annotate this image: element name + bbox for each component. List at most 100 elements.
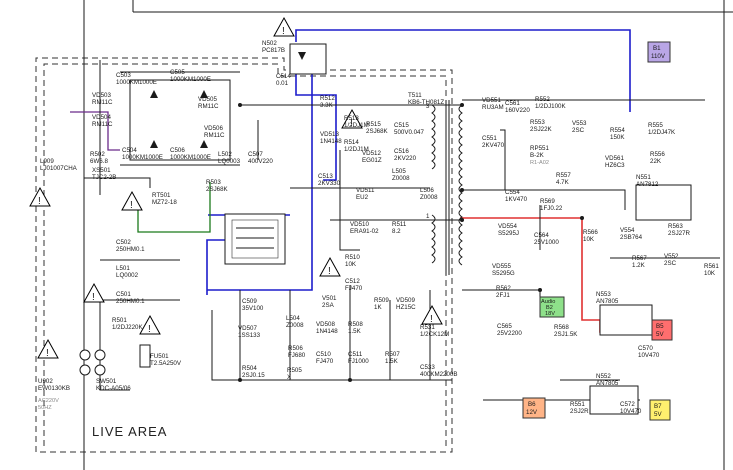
- component-ref: V553: [572, 120, 587, 127]
- component-ref: VD554: [498, 223, 517, 230]
- component-ref: C533: [420, 364, 435, 371]
- component-ref: R569: [540, 198, 555, 205]
- component-part: 2SJ2R: [570, 408, 589, 415]
- component-part: 2SJ22K: [530, 126, 553, 133]
- component-part: 2SA: [322, 302, 335, 309]
- component-part: 250HM0.1: [116, 246, 145, 253]
- component-part: RM11C: [92, 99, 113, 106]
- component-ref: C509: [242, 298, 257, 305]
- component-part: RM11C: [198, 103, 219, 110]
- svg-text:B6: B6: [528, 401, 536, 408]
- component-ref: R505: [287, 367, 302, 374]
- component-part: 1.5K: [385, 358, 399, 365]
- component-ref: L501: [116, 265, 130, 272]
- component-ref: C564: [534, 232, 549, 239]
- svg-text:B2: B2: [546, 305, 553, 311]
- component-ref: RP551: [530, 145, 549, 152]
- component-ref: VD555: [492, 263, 511, 270]
- component-ref: C570: [638, 345, 653, 352]
- component-part: 1FJ0.22: [540, 205, 563, 212]
- component-part: 35V100: [242, 305, 264, 312]
- component-part: 1/2DJ220K: [112, 324, 143, 331]
- component-ref: C551: [482, 135, 497, 142]
- component-ref: L505: [392, 168, 406, 175]
- component-part: HZ6C3: [605, 162, 625, 169]
- component-part: S5295G: [492, 270, 515, 277]
- component-ref: VD508: [316, 321, 335, 328]
- component-ref: C504: [122, 147, 137, 154]
- junction-dots: [238, 103, 584, 382]
- component-ref: C554: [505, 189, 520, 196]
- output-b5: B5 5V: [651, 319, 673, 341]
- component-ref: C514: [276, 73, 291, 80]
- component-part: 1000KM1000E: [116, 79, 157, 86]
- component-part: 10V470: [638, 352, 660, 359]
- svg-text:!: !: [430, 314, 433, 325]
- component-labels: N502PC817BC5140.01R5123.3KC5031000KM1000…: [40, 40, 719, 415]
- svg-text:5V: 5V: [656, 331, 664, 338]
- component-ref: C505: [170, 69, 185, 76]
- component-ref: L909: [40, 158, 54, 165]
- component-ref: R568: [554, 324, 569, 331]
- control-ic: [224, 213, 286, 265]
- component-ref: R567: [632, 255, 647, 262]
- svg-text:!: !: [92, 292, 95, 303]
- component-part: 2SJ1.5K: [554, 331, 578, 338]
- component-ref: R515: [366, 121, 381, 128]
- component-part: HZ15C: [396, 304, 416, 311]
- bridge-rectifier: [129, 79, 231, 161]
- component-ref: R557: [556, 172, 571, 179]
- component-part: 3.3K: [320, 102, 334, 109]
- component-part: RM11C: [204, 132, 225, 139]
- component-ref: R553: [530, 119, 545, 126]
- component-ref: R551: [570, 401, 585, 408]
- svg-text:18V: 18V: [545, 311, 555, 317]
- component-ref: R555: [648, 122, 663, 129]
- svg-text:!: !: [46, 348, 49, 359]
- component-ref: C515: [394, 122, 409, 129]
- component-part: Z0008: [286, 322, 304, 329]
- component-ref: C503: [116, 72, 131, 79]
- component-part: 2SJ68K: [366, 128, 389, 135]
- component-part: 2SJ0.15: [242, 372, 265, 379]
- component-part: 22K: [650, 158, 662, 165]
- component-part: 1N4148: [316, 328, 338, 335]
- component-ref: V552: [664, 253, 679, 260]
- component-part: FJ680: [288, 352, 306, 359]
- svg-text:5V: 5V: [654, 411, 662, 418]
- component-part: 250HM0.1: [116, 298, 145, 305]
- regulator-n553: [599, 304, 653, 336]
- component-ref: R556: [650, 151, 665, 158]
- component-ref: V554: [620, 227, 635, 234]
- component-part: 1/2CK12M: [420, 331, 449, 338]
- component-ref: C572: [620, 401, 635, 408]
- component-part: 2KV220: [394, 155, 417, 162]
